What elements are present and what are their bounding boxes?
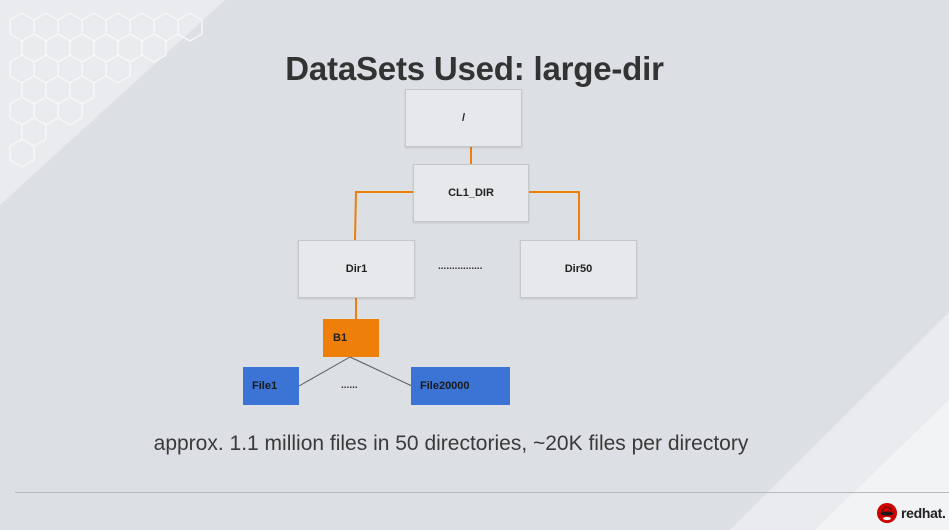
hexagon-pattern (9, 12, 203, 168)
tree-node-file20000: File20000 (411, 367, 510, 405)
top-left-pattern-panel (0, 0, 225, 205)
redhat-shadowman-icon (877, 503, 897, 523)
tree-node-dir1: Dir1 (298, 240, 415, 298)
cl1-to-dir50-connector (528, 191, 580, 240)
slide-title: DataSets Used: large-dir (285, 50, 664, 87)
cl1-to-dir1-connector (354, 191, 413, 241)
tree-node-root: / (405, 89, 522, 147)
file-ellipsis: ...... (341, 380, 358, 391)
tree-node-dir50: Dir50 (520, 240, 637, 298)
redhat-wordmark: redhat. (901, 505, 946, 521)
slide-caption: approx. 1.1 million files in 50 director… (153, 432, 749, 455)
redhat-logo: redhat. (876, 502, 946, 524)
b1-to-file1-connector (298, 356, 351, 387)
b1-to-file20000-connector (349, 356, 413, 387)
dir-ellipsis: ................ (438, 261, 483, 272)
tree-node-cl1-dir: CL1_DIR (413, 164, 529, 222)
footer-divider (15, 492, 949, 493)
tree-node-file1: File1 (243, 367, 299, 405)
tree-node-b1: B1 (323, 319, 379, 357)
bottom-right-panel-lighter (815, 400, 949, 530)
